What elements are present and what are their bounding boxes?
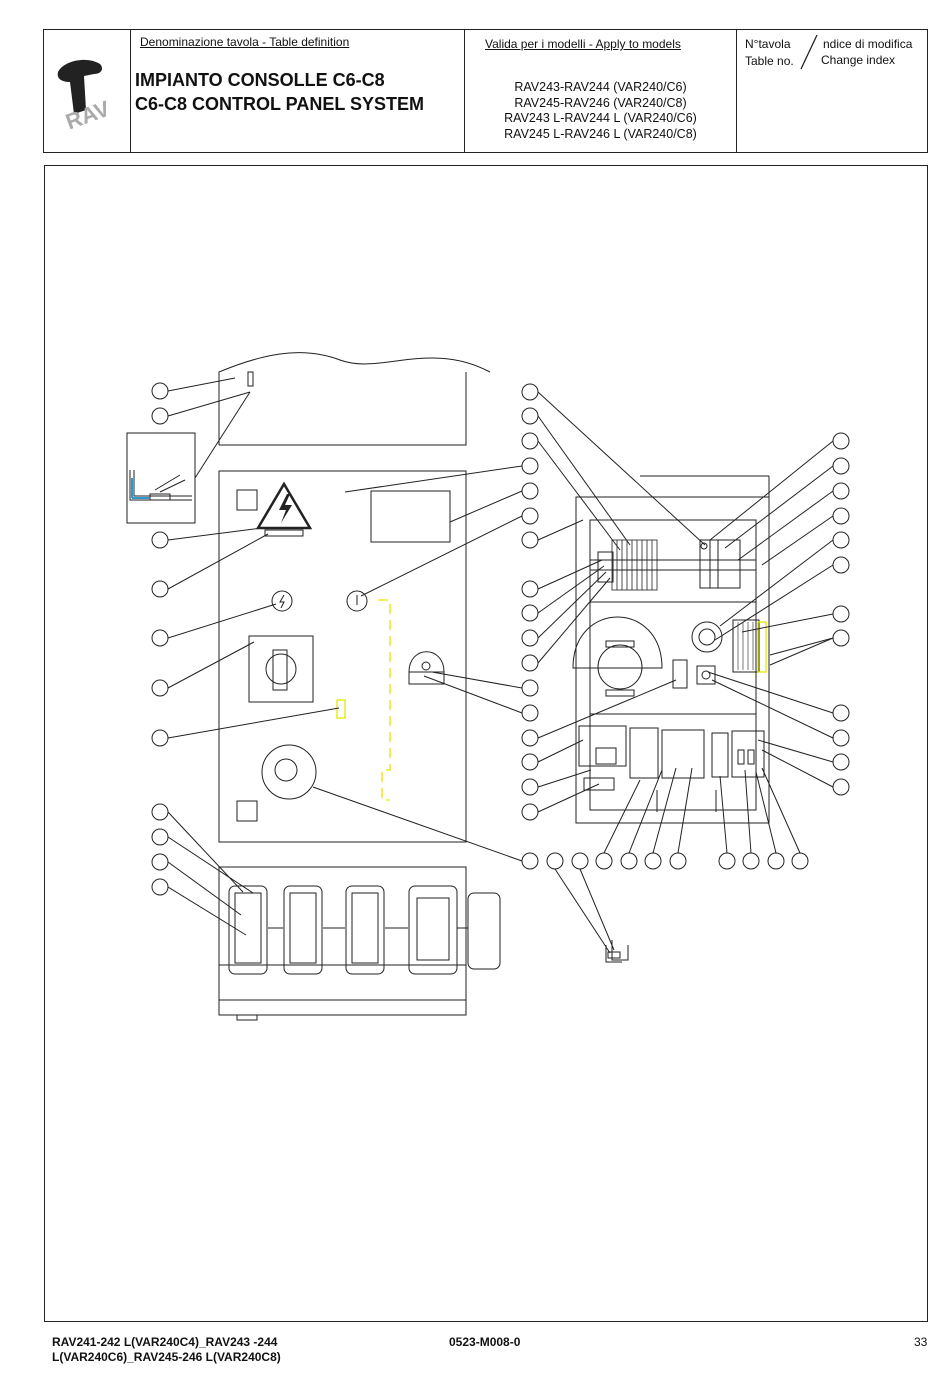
bottom-callouts [312, 767, 809, 954]
ground-detail-inset [126, 432, 196, 524]
console-lid [218, 352, 491, 446]
cable-gland [408, 651, 445, 685]
change-index-english: Change index [821, 53, 896, 67]
model-line: RAV245 L-RAV246 L (VAR240/C8) [504, 126, 697, 141]
din-clip-detail [605, 940, 629, 963]
table-no-italian: N°tavola [745, 37, 791, 51]
title-block: RAV Denominazione tavola - Table definit… [43, 29, 928, 153]
right-left-callouts [344, 383, 706, 821]
page-number: 33 [914, 1335, 928, 1349]
title-english: C6-C8 CONTROL PANEL SYSTEM [135, 94, 425, 114]
models-cell: Valida per i modelli - Apply to models R… [465, 30, 737, 152]
electrical-cabinet [572, 475, 770, 824]
valid-models-label: Valida per i modelli - Apply to models [485, 37, 681, 51]
document-code: 0523-M008-0 [449, 1335, 521, 1349]
footer-models: RAV241-242 L(VAR240C4)_RAV243 -244 L(VAR… [52, 1335, 281, 1365]
table-no-english: Table no. [745, 54, 794, 68]
right-right-callouts [707, 432, 850, 796]
left-callouts [151, 377, 340, 936]
footer-models-line: RAV241-242 L(VAR240C4)_RAV243 -244 [52, 1335, 278, 1349]
change-index-italian: ndice di modifica [823, 37, 913, 51]
drawing-frame [44, 165, 928, 1322]
model-line: RAV243 L-RAV244 L (VAR240/C6) [504, 111, 697, 125]
rav-logo: RAV [57, 59, 113, 134]
divider-slash [800, 34, 818, 70]
model-line: RAV243-RAV244 (VAR240/C6) [514, 80, 687, 94]
logo-cell: RAV [44, 30, 131, 152]
models-list: RAV243-RAV244 (VAR240/C6) RAV245-RAV246 … [465, 80, 736, 142]
table-definition-label: Denominazione tavola - Table definition [140, 35, 350, 49]
footer-models-line: L(VAR240C6)_RAV245-246 L(VAR240C8) [52, 1350, 281, 1364]
definition-cell: Denominazione tavola - Table definition … [131, 30, 465, 152]
console-panel [218, 470, 467, 843]
model-line: RAV245-RAV246 (VAR240/C8) [514, 95, 687, 110]
title-italian: IMPIANTO CONSOLLE C6-C8 [135, 70, 385, 90]
table-number-cell: N°tavola Table no. ndice di modifica Cha… [737, 30, 927, 152]
connector-base [218, 866, 501, 1021]
